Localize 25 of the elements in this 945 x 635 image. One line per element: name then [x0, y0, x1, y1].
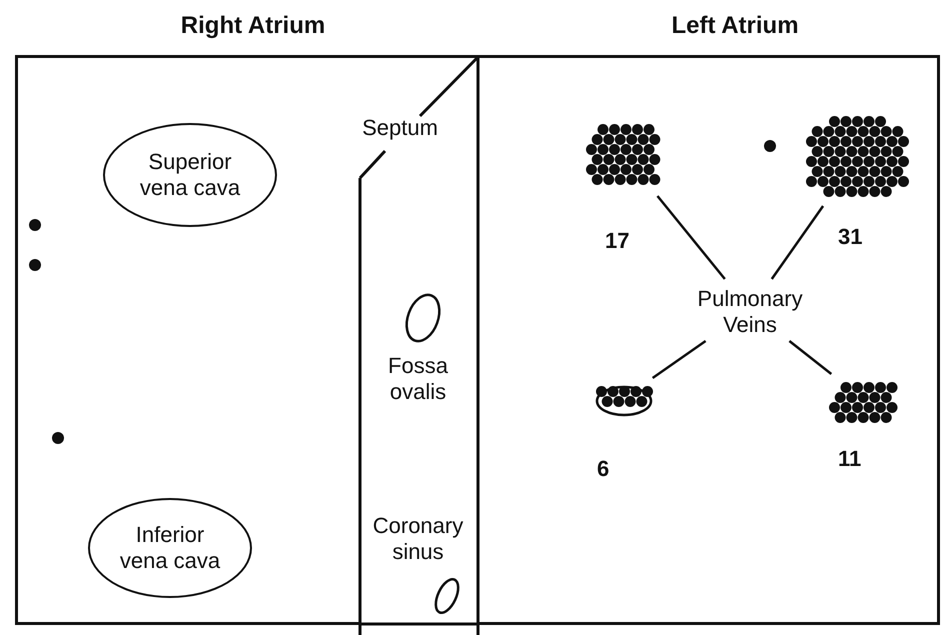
chamber-heading: Left Atrium [670, 13, 800, 39]
leader-line [656, 195, 726, 280]
leader-line [770, 205, 824, 280]
oval-opening [405, 291, 441, 345]
structure-label: Coronary sinus [372, 513, 464, 565]
vessel-label: Inferior vena cava [118, 522, 222, 574]
vessel-opening [103, 123, 277, 227]
leader-line [788, 340, 832, 375]
count-label: 11 [838, 446, 862, 472]
oval-opening [435, 575, 459, 617]
dot-mark [52, 432, 64, 444]
dot-mark [764, 140, 776, 152]
dot-mark [29, 259, 41, 271]
leader-line [652, 340, 706, 380]
vessel-opening [88, 498, 252, 598]
chamber-heading: Right Atrium [180, 13, 326, 39]
structure-label: Fossa ovalis [387, 353, 449, 405]
vessel-label: Superior vena cava [138, 149, 242, 201]
septum-label: Septum [361, 115, 439, 141]
vein-cluster-drawing [595, 385, 653, 417]
structure-label: Pulmonary Veins [696, 286, 804, 338]
count-label: 31 [838, 224, 862, 250]
count-label: 17 [605, 228, 630, 254]
count-label: 6 [597, 456, 610, 482]
dot-mark [29, 219, 41, 231]
